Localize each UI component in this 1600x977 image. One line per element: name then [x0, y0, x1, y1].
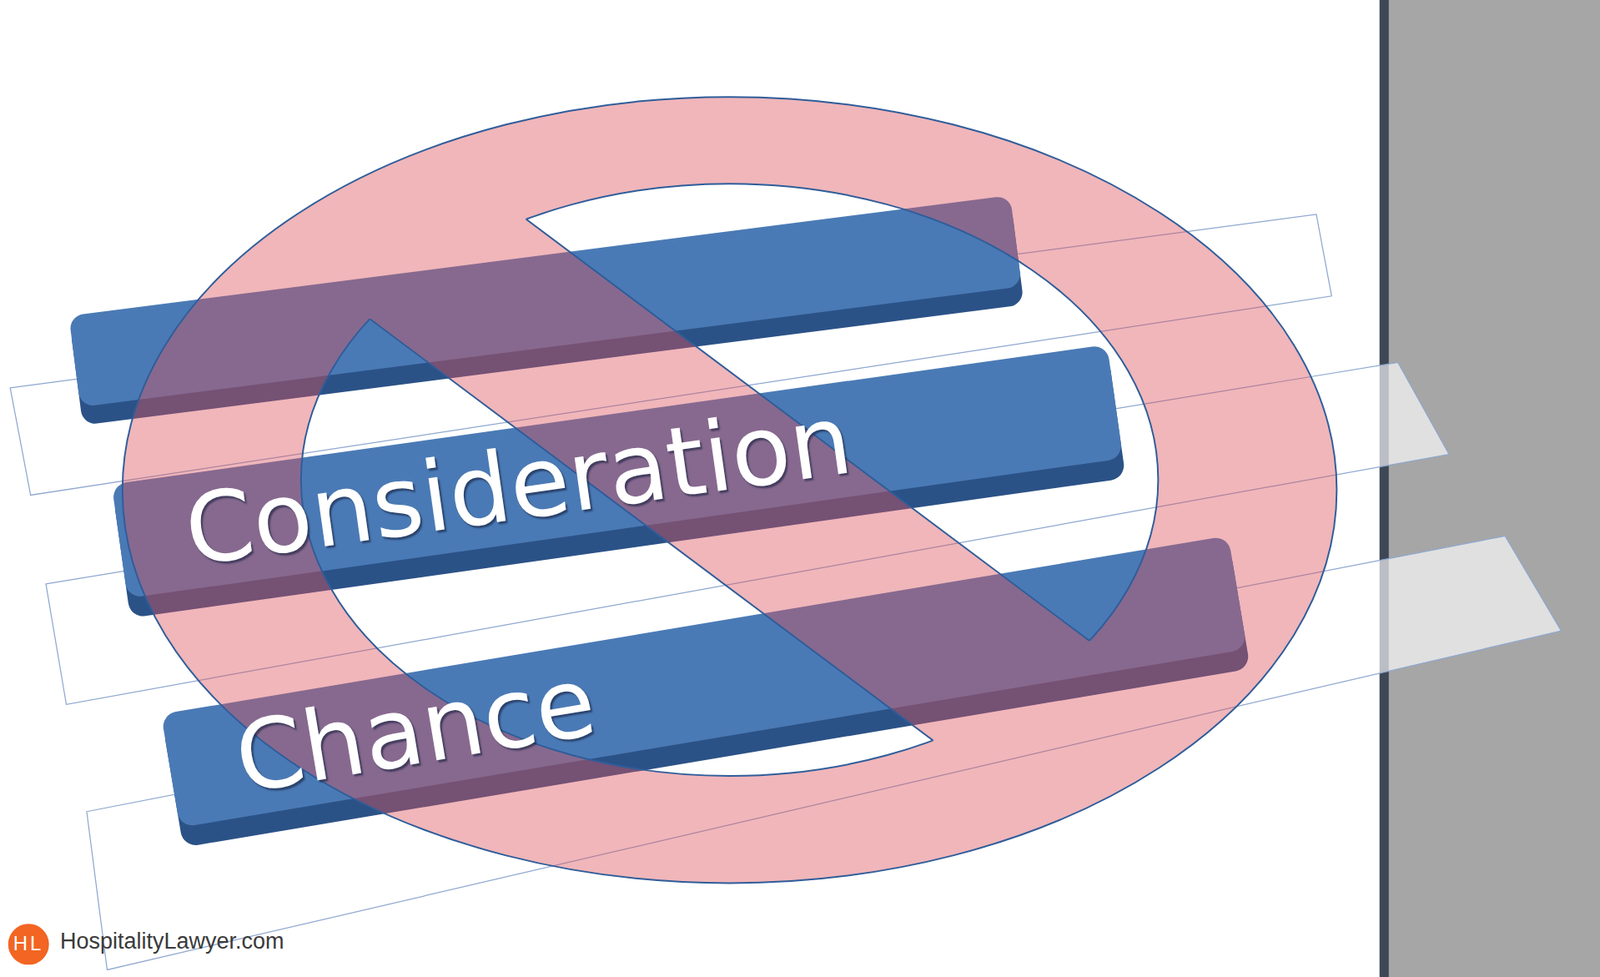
panel-edge — [1379, 0, 1389, 977]
grey-panel — [1379, 0, 1600, 977]
bar-box: Consideration — [111, 344, 1123, 599]
logo-initials: HL — [5, 920, 51, 967]
bar-label: Consideration — [178, 387, 857, 583]
bar-box: Chance — [161, 535, 1248, 828]
website-name: HospitalityLawyer.com — [60, 928, 285, 955]
bar-label: Chance — [227, 649, 602, 811]
